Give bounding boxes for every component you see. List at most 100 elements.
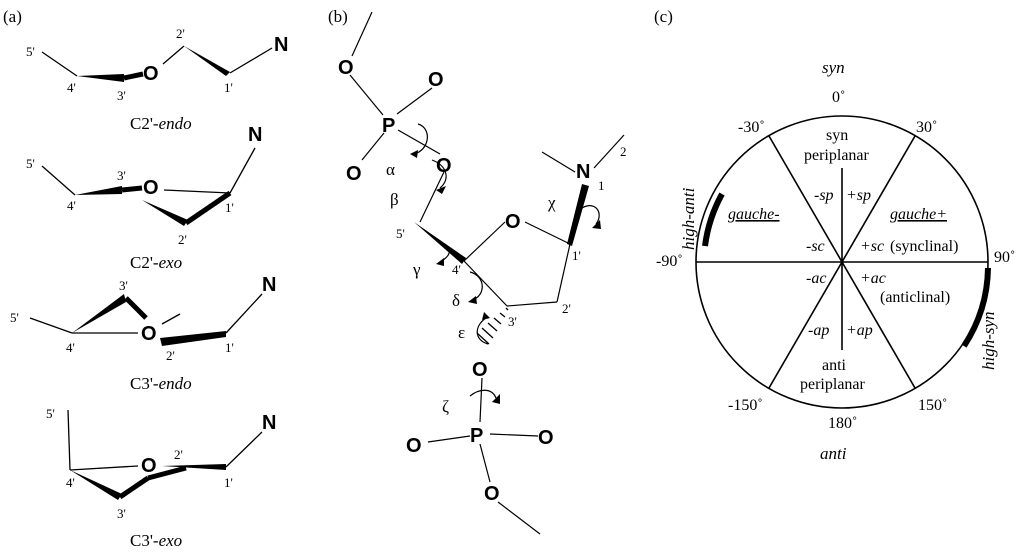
bond-terminal-o-bottom <box>497 501 541 535</box>
atom-o: O <box>141 323 157 345</box>
bond-p-o-right <box>396 87 433 115</box>
atom-c4: 4' <box>66 475 75 490</box>
atom-c4: 4' <box>67 198 76 213</box>
torsion-zeta: ζ <box>442 397 449 416</box>
c4-c3-wedge <box>77 74 124 82</box>
atom-c2: 2' <box>176 26 185 41</box>
atom-c4: 4' <box>452 262 461 277</box>
c1-n-bond <box>229 47 273 74</box>
region-syn-periplanar-line2: periplanar <box>804 147 870 164</box>
torsion-arrows <box>413 123 600 399</box>
c3-c2-wedge <box>142 200 188 226</box>
atom-c5: 5' <box>26 156 35 171</box>
c3-o-bold-bond <box>121 185 143 193</box>
atom-c4: 4' <box>66 340 75 355</box>
atom-c3: 3' <box>117 168 126 183</box>
torsion-delta: δ <box>452 291 460 310</box>
angle-90: 90˚ <box>994 249 1015 266</box>
conformer-name: C2'-exo <box>130 253 182 272</box>
atom-c1: 1' <box>572 248 581 263</box>
region-minus-ap: -ap <box>808 322 829 339</box>
torsion-epsilon: ε <box>458 323 465 342</box>
chi-arrow <box>581 205 600 225</box>
c4-c3-wedge <box>72 294 126 333</box>
bond-p-o-bleft <box>427 435 471 443</box>
bond-c3-c4 <box>463 260 508 307</box>
c4-c3-wedge <box>75 186 122 195</box>
bond-n-right <box>593 134 625 169</box>
c5-c4-bond <box>41 165 76 196</box>
region-anticlinal: (anticlinal) <box>880 289 950 306</box>
atom-n: N <box>262 412 276 434</box>
bond-terminal-o-top <box>351 11 373 57</box>
torsion-beta: β <box>390 190 399 209</box>
atom-n: N <box>576 161 590 183</box>
atom-c4: 4' <box>67 80 76 95</box>
c1-n-bond <box>225 293 263 334</box>
region-gauche-minus: gauche- <box>728 206 780 223</box>
region-plus-sp: +sp <box>846 187 871 204</box>
zeta-arrow <box>469 389 497 399</box>
bond-c4-ring-o <box>463 221 506 262</box>
torsion-chi: χ <box>547 193 556 212</box>
bond-p-o-ester <box>397 129 441 155</box>
angle-180: 180˚ <box>828 415 857 432</box>
conformer-name: C3'-endo <box>130 374 192 393</box>
atom-p-top: P <box>382 115 395 137</box>
region-anti-periplanar-line1: anti <box>822 357 847 374</box>
region-synclinal: (synclinal) <box>890 238 958 255</box>
atom-c5: 5' <box>46 406 55 421</box>
bond-p-o-bbottom <box>479 443 491 483</box>
atom-o-bottom: O <box>484 483 500 505</box>
panel-a-label: (a) <box>3 7 22 26</box>
atom-p-bottom: P <box>470 425 483 447</box>
c4-o-bond <box>69 465 139 471</box>
atom-n-index-1: 1 <box>598 178 605 193</box>
bond-o-c5 <box>419 171 445 223</box>
torsion-gamma: γ <box>412 260 421 279</box>
atom-c1: 1' <box>225 340 234 355</box>
conformer-name: C2'-endo <box>130 114 192 133</box>
region-gauche-plus: gauche+ <box>890 206 947 223</box>
angle-30: 30˚ <box>916 119 937 136</box>
atom-c3: 3' <box>117 506 126 521</box>
torsion-alpha: α <box>386 160 395 179</box>
atom-o-bottom-left: O <box>406 435 422 457</box>
panel-b: (b) <box>328 7 627 535</box>
conformer-c3-endo: 5' 4' 3' O 2' 1' N C3'-endo <box>10 274 276 393</box>
delta-arrow <box>469 271 483 301</box>
atom-c2: 2' <box>174 447 183 462</box>
c5-c4-wedge <box>414 222 466 264</box>
bond-n-left <box>541 151 576 173</box>
o-c2-bond <box>162 45 185 65</box>
c3-o-bold-bond <box>123 71 144 81</box>
atom-o-bottom-right: O <box>538 427 554 449</box>
o-c2-bond <box>161 313 181 325</box>
atom-c3: 3' <box>119 278 128 293</box>
c5-c4-bond <box>41 51 78 77</box>
atom-n-index-2: 2 <box>620 144 627 159</box>
angle-minus-90: -90˚ <box>656 253 683 270</box>
c2-c1-wedge <box>160 331 226 346</box>
atom-o-top: O <box>338 57 354 79</box>
bond-o3-p <box>479 377 483 423</box>
atom-c5: 5' <box>396 226 405 241</box>
high-syn-label: high-syn <box>979 311 998 370</box>
angle-0: 0˚ <box>832 89 845 106</box>
angle-150: 150˚ <box>918 397 947 414</box>
syn-label: syn <box>822 58 845 77</box>
atom-c2: 2' <box>166 348 175 363</box>
alpha-arrow <box>413 123 428 155</box>
panel-a: (a) 5' 4' 3' O 2' 1' N C2'-endo <box>3 7 288 550</box>
c2-c1-wedge <box>184 46 230 76</box>
region-minus-ac: -ac <box>806 270 826 287</box>
c5-c4-bond <box>67 409 71 471</box>
atom-o: O <box>143 63 159 85</box>
o-c1-bond <box>163 189 231 194</box>
atom-c2: 2' <box>178 232 187 247</box>
high-syn-arc <box>961 267 991 348</box>
c2-c1-wedge <box>162 464 226 470</box>
c1-n-bond <box>229 147 256 194</box>
region-syn-periplanar-line1: syn <box>826 127 848 144</box>
bond-c1-c2 <box>556 243 571 303</box>
